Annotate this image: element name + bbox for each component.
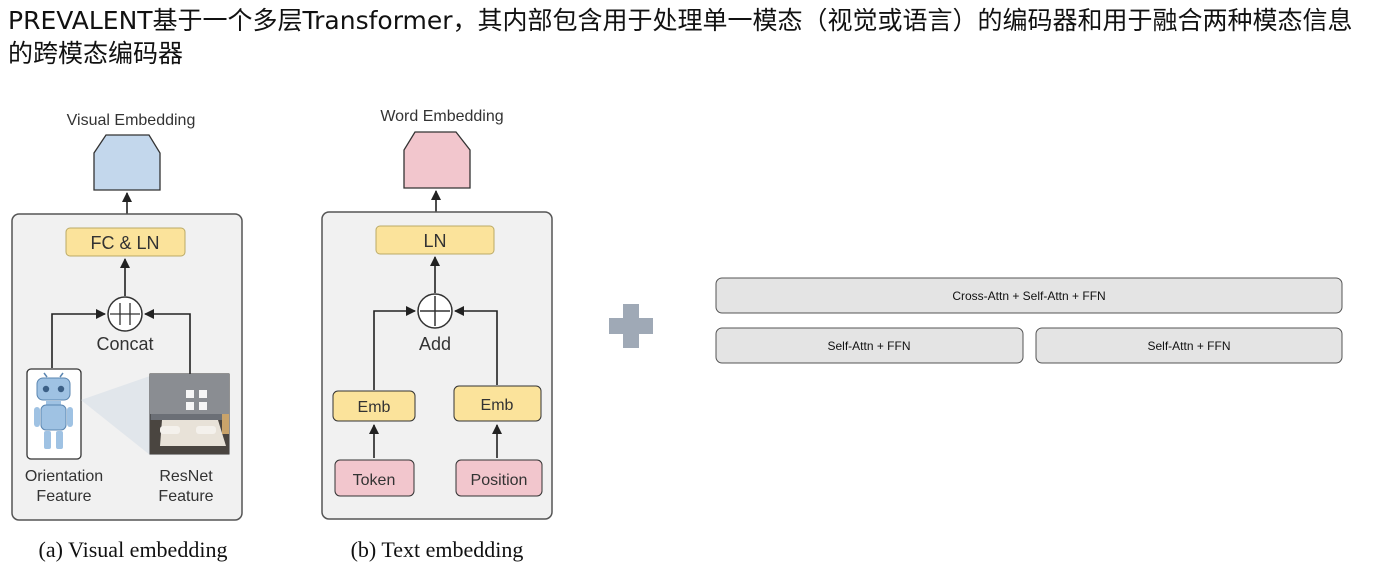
emb-left-box <box>332 390 416 422</box>
arrow-orientation-to-concat <box>51 309 106 368</box>
emb-left-label: Emb <box>358 399 391 416</box>
cross-attn-label: Cross-Attn + Self-Attn + FFN <box>952 289 1105 303</box>
word-embedding-pentagon <box>403 131 471 189</box>
fc-ln-label: FC & LN <box>90 233 159 253</box>
layer-stack: Cross-Attn + Self-Attn + FFN Self-Attn +… <box>715 277 1343 364</box>
concat-label: Concat <box>96 334 153 354</box>
resnet-label-line2: Feature <box>158 488 213 505</box>
token-box <box>334 459 415 497</box>
cross-attn-layer <box>715 277 1343 314</box>
visual-caption: (a) Visual embedding <box>39 537 228 562</box>
self-attn-right-label: Self-Attn + FFN <box>1147 339 1230 353</box>
text-embedding-diagram: Word Embedding LN Add Emb Emb Token Posi… <box>321 108 553 562</box>
word-embedding-label: Word Embedding <box>380 108 503 125</box>
self-attn-layer-right <box>1035 327 1343 364</box>
position-label: Position <box>471 472 528 489</box>
view-cone <box>81 376 150 455</box>
self-attn-layer-left <box>715 327 1024 364</box>
emb-right-box <box>453 385 542 422</box>
text-caption: (b) Text embedding <box>351 537 524 562</box>
slide-title: PREVALENT基于一个多层Transformer，其内部包含用于处理单一模态… <box>8 6 1353 68</box>
add-label: Add <box>419 334 451 354</box>
robot-icon <box>34 372 73 449</box>
position-box <box>455 459 543 497</box>
self-attn-left-label: Self-Attn + FFN <box>827 339 910 353</box>
text-panel <box>321 211 553 520</box>
emb-right-label: Emb <box>481 397 514 414</box>
plus-icon <box>609 304 653 348</box>
ln-label: LN <box>423 231 446 251</box>
room-photo-image <box>149 373 230 455</box>
visual-embedding-pentagon <box>93 134 161 191</box>
arrow-emb-right-to-add <box>454 306 498 385</box>
fc-ln-box <box>65 227 186 257</box>
arrow-emb-left-to-add <box>373 306 416 390</box>
resnet-label-line1: ResNet <box>159 468 213 485</box>
token-label: Token <box>353 472 396 489</box>
arrow-resnet-to-concat <box>144 309 191 374</box>
orientation-label-line2: Feature <box>36 488 91 505</box>
visual-embedding-diagram: Visual Embedding FC & LN Concat <box>11 112 243 562</box>
orientation-label-line1: Orientation <box>25 468 103 485</box>
visual-embedding-label: Visual Embedding <box>67 112 196 129</box>
ln-box <box>375 225 495 255</box>
